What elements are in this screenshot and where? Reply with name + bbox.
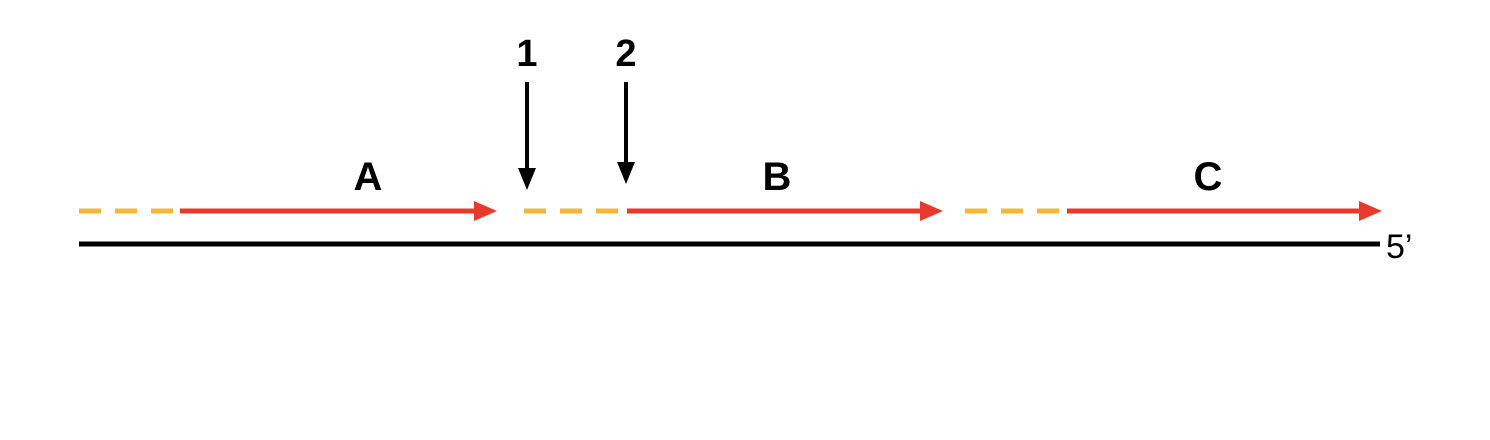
fragment-c: C [965,155,1382,221]
marker-1: 1 [516,33,538,190]
fragment-a-arrowhead [474,201,497,221]
marker-2: 2 [615,33,637,184]
marker-1-label: 1 [516,33,537,75]
fragment-c-label: C [1194,155,1223,199]
fragment-a-label: A [354,155,383,199]
fragment-c-arrowhead [1359,201,1382,221]
template-5prime-label: 5’ [1386,228,1412,266]
marker-1-arrowhead [518,168,536,190]
template-strand: 5’ [79,228,1412,266]
marker-2-label: 2 [615,33,636,75]
marker-2-arrowhead [617,162,635,184]
fragment-b-label: B [763,155,792,199]
fragment-b-arrowhead [920,201,943,221]
fragment-a: A [79,155,497,221]
fragment-b: B [524,155,943,221]
